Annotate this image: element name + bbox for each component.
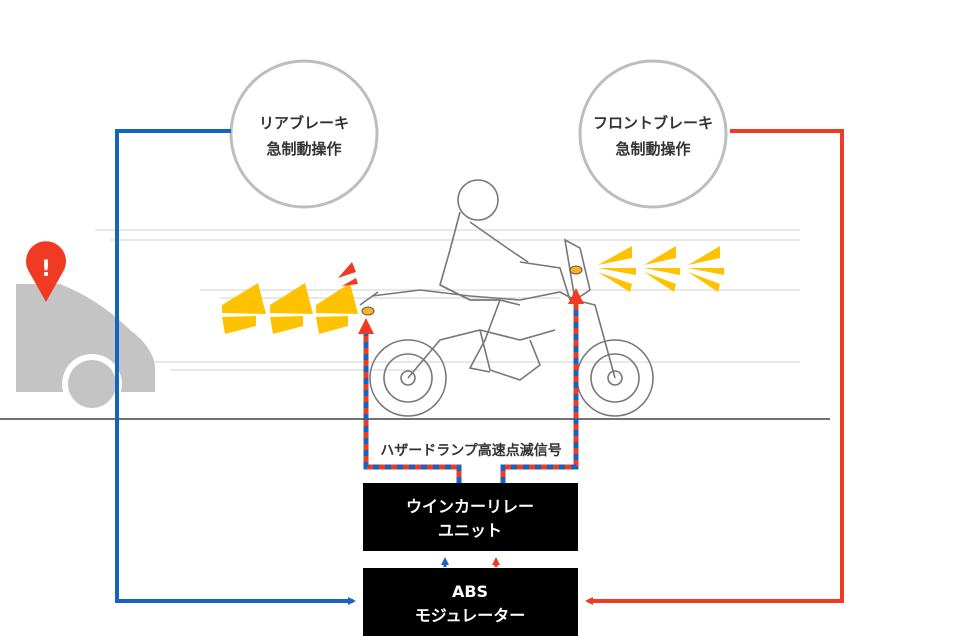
rear-signal-arrowhead	[358, 318, 374, 334]
rear-brake-line1: リアブレーキ	[259, 114, 349, 132]
speed-lines	[95, 229, 800, 371]
warning-icon: !	[25, 241, 66, 302]
warning-symbol: !	[41, 257, 51, 282]
hazard-signal-label: ハザードランプ高速点滅信号	[380, 442, 562, 459]
rear-flash-icon	[222, 283, 358, 334]
winker-relay-unit-box: ウインカーリレー ユニット	[363, 483, 578, 551]
front-flash-icon	[598, 246, 724, 292]
front-brake-circle: フロントブレーキ 急制動操作	[578, 59, 728, 209]
abs-modulator-line1: ABS	[452, 582, 488, 601]
rear-brake-line	[115, 129, 356, 605]
front-brake-line2: 急制動操作	[615, 140, 690, 158]
front-brake-line	[585, 129, 844, 605]
front-brake-line1: フロントブレーキ	[593, 114, 713, 132]
hazard-signal-lines	[363, 300, 579, 483]
rear-brake-line2: 急制動操作	[266, 140, 341, 158]
relay-unit-line2: ユニット	[438, 521, 502, 540]
abs-modulator-line2: モジュレーター	[415, 606, 526, 625]
front-signal-arrowhead	[568, 288, 584, 304]
relay-unit-line1: ウインカーリレー	[406, 497, 534, 516]
rear-brake-circle: リアブレーキ 急制動操作	[229, 59, 379, 209]
abs-modulator-box: ABS モジュレーター	[363, 568, 578, 636]
front-turn-signal	[569, 265, 583, 275]
rear-turn-signal	[338, 262, 375, 316]
car-silhouette	[16, 284, 155, 414]
